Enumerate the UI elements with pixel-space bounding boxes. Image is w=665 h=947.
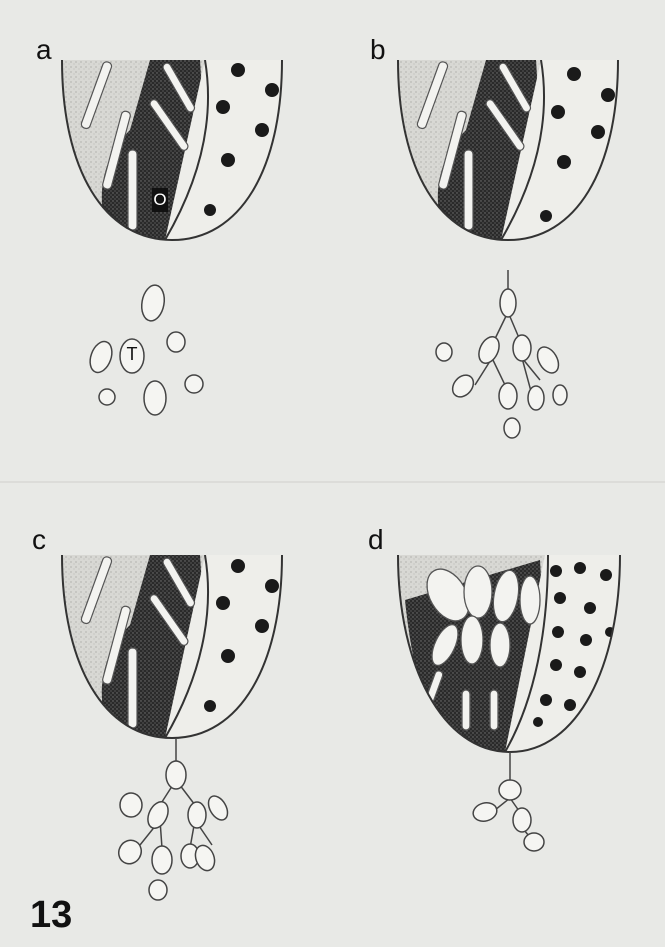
panel-d-branching-cells	[471, 752, 544, 851]
panel-d-gland	[396, 550, 626, 755]
panel-b-branching-cells	[436, 270, 567, 438]
panel-label-b: b	[370, 36, 386, 64]
panel-a-o-marker: O	[152, 190, 168, 210]
figure-number: 13	[30, 896, 72, 934]
panel-label-d: d	[368, 526, 384, 554]
panel-a-gland	[60, 55, 290, 245]
panel-b-gland	[396, 55, 626, 245]
panel-c-gland	[60, 550, 290, 745]
panel-label-c: c	[32, 526, 46, 554]
panel-a-t-marker: T	[120, 343, 144, 365]
panel-a-free-cells	[86, 283, 203, 415]
panel-label-a: a	[36, 36, 52, 64]
panel-c-branching-cells	[114, 738, 231, 900]
